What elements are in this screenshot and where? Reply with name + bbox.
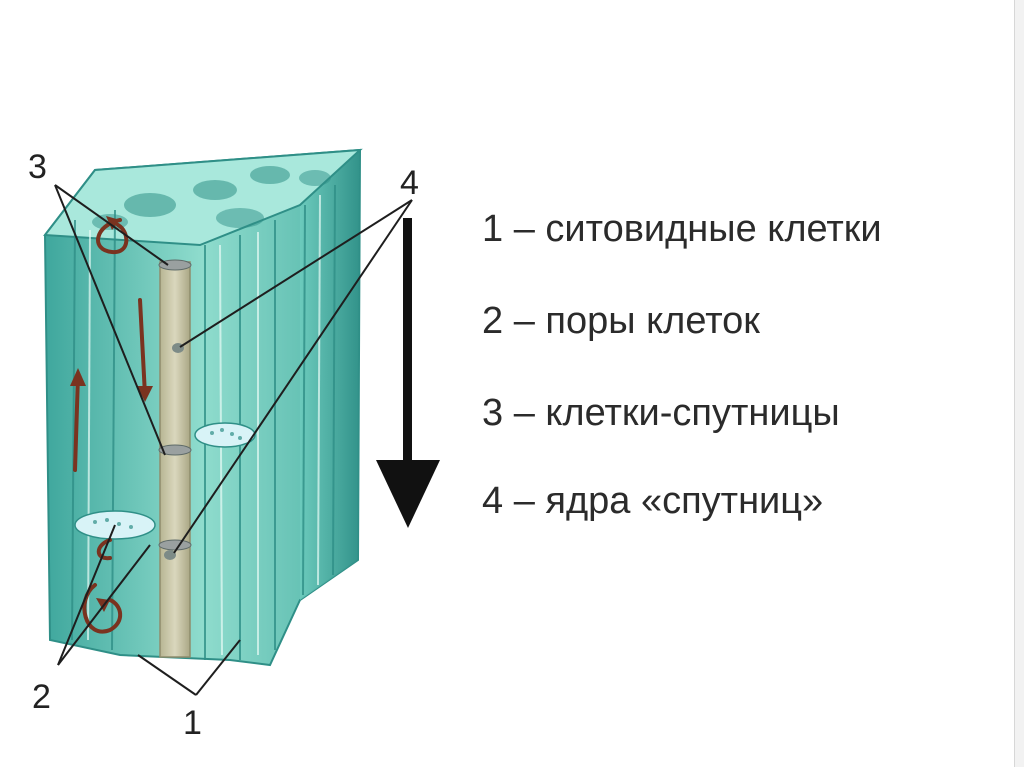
- slide-edge-divider: [1014, 0, 1024, 767]
- legend-item-sieve-cells: 1 – ситовидные клетки: [482, 208, 882, 250]
- callout-2: 2: [32, 678, 51, 716]
- callout-3: 3: [28, 148, 47, 186]
- tissue-side-face: [300, 150, 360, 600]
- phloem-illustration: 3 4 2 1: [0, 0, 470, 767]
- flow-direction-arrow: [376, 218, 440, 528]
- legend-item-companion-cells: 3 – клетки-спутницы: [482, 392, 840, 434]
- sieve-tube: [159, 261, 191, 658]
- legend-item-companion-nuclei: 4 – ядра «спутниц»: [482, 480, 824, 522]
- legend-item-cell-pores: 2 – поры клеток: [482, 300, 760, 342]
- nucleus-marker: [164, 550, 176, 560]
- callout-4: 4: [400, 164, 419, 202]
- phloem-diagram: [43, 148, 440, 696]
- callout-1: 1: [183, 704, 202, 742]
